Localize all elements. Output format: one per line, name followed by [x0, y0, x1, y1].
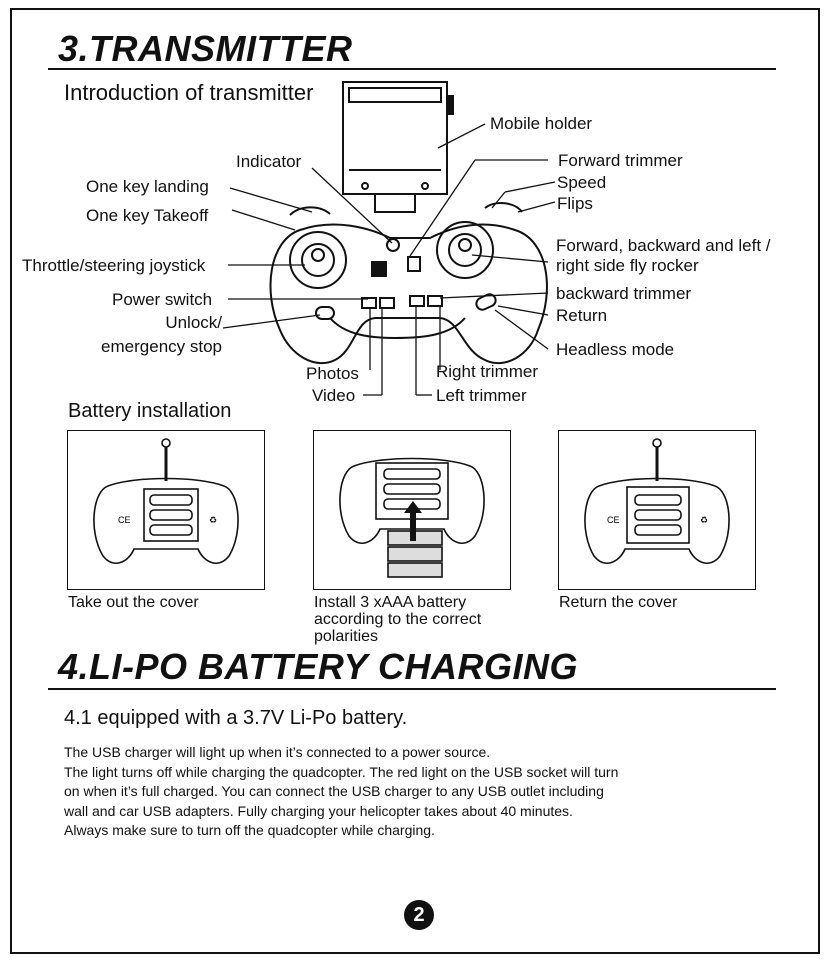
label-fly-rocker-line2: right side fly rocker [556, 256, 699, 275]
label-mobile-holder: Mobile holder [490, 114, 593, 133]
step2-caption-line2: according to the correct [314, 611, 482, 628]
label-right-trimmer: Right trimmer [436, 362, 539, 381]
paragraph-line: on when it’s full charged. You can conne… [64, 783, 604, 799]
transmitter-cover-icon: CE ♻ [584, 438, 730, 564]
intro-heading: Introduction of transmitter [64, 80, 314, 105]
label-photos: Photos [306, 364, 359, 383]
page-frame [10, 8, 820, 954]
step-return-cover-image: CE ♻ [558, 430, 756, 590]
section-4-1-heading: 4.1 equipped with a 3.7V Li-Po battery. [64, 707, 408, 729]
label-video: Video [312, 386, 356, 405]
charging-paragraph: The USB charger will light up when it’s … [64, 743, 784, 841]
battery-insert-icon [339, 457, 485, 578]
section-4-title: 4.LI-PO BATTERY CHARGING [58, 646, 579, 687]
label-flips: Flips [557, 194, 593, 213]
label-headless-mode: Headless mode [556, 340, 675, 359]
step2-caption-line3: polarities [314, 628, 379, 645]
transmitter-illustration [222, 81, 556, 396]
svg-text:CE: CE [118, 515, 131, 525]
step-take-out-cover-image: CE ♻ [67, 430, 265, 590]
section-3-rule [48, 68, 776, 70]
label-fly-rocker-line1: Forward, backward and left / [556, 236, 771, 255]
page-number: 2 [404, 900, 434, 930]
label-return: Return [556, 306, 608, 325]
label-one-key-landing: One key landing [86, 177, 209, 196]
svg-text:♻: ♻ [700, 515, 708, 525]
battery-installation-heading: Battery installation [68, 400, 232, 422]
svg-text:♻: ♻ [209, 515, 217, 525]
label-unlock-line2: emergency stop [101, 337, 222, 356]
transmitter-back-icon: CE ♻ [93, 438, 239, 564]
label-left-trimmer: Left trimmer [436, 386, 527, 405]
label-unlock-line1: Unlock/ [165, 313, 222, 332]
section-3-title: 3.TRANSMITTER [58, 28, 353, 69]
paragraph-line: wall and car USB adapters. Fully chargin… [64, 802, 573, 819]
paragraph-line: The light turns off while charging the q… [64, 763, 619, 780]
label-backward-trimmer: backward trimmer [556, 284, 692, 303]
label-one-key-takeoff: One key Takeoff [86, 206, 209, 225]
label-speed: Speed [557, 173, 607, 192]
label-throttle-joystick: Throttle/steering joystick [22, 256, 206, 275]
step1-caption: Take out the cover [68, 594, 199, 611]
step-install-battery-image [313, 430, 511, 590]
section-4-rule [48, 688, 776, 690]
step2-caption-line1: Install 3 xAAA battery [314, 594, 467, 611]
step3-caption: Return the cover [559, 594, 678, 611]
label-power-switch: Power switch [112, 290, 213, 309]
label-indicator: Indicator [236, 152, 302, 171]
paragraph-line: The USB charger will light up when it’s … [64, 744, 491, 760]
svg-text:CE: CE [607, 515, 620, 525]
label-forward-trimmer: Forward trimmer [558, 151, 683, 170]
paragraph-line: Always make sure to turn off the quadcop… [64, 822, 435, 838]
